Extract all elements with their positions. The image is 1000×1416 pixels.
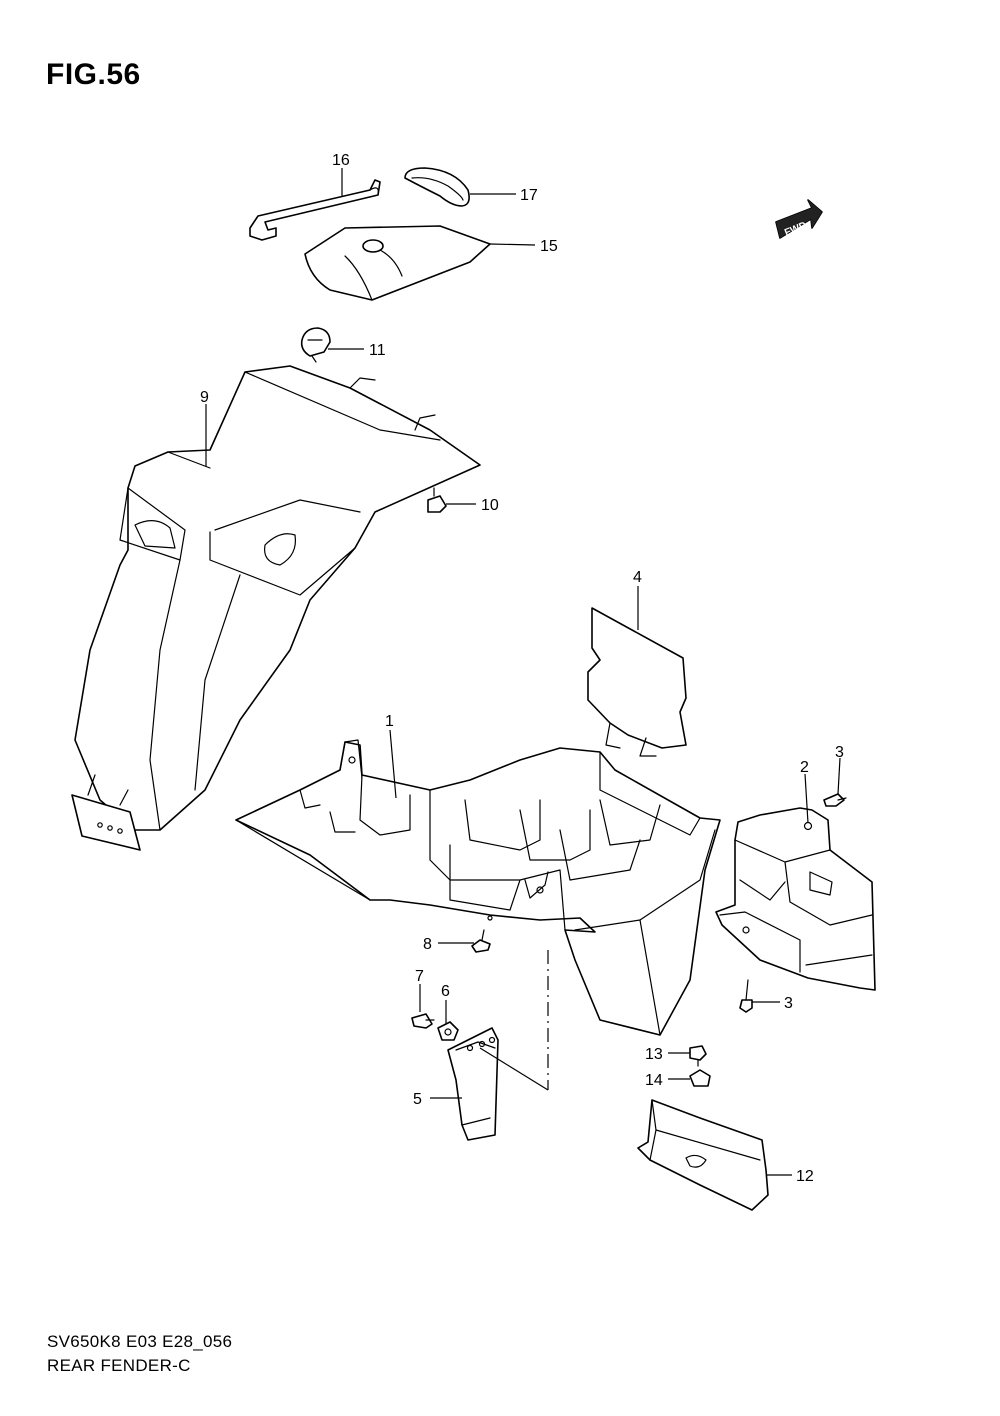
part-6-nut (437, 1021, 459, 1041)
callout-4: 4 (633, 569, 642, 586)
callout-7: 7 (415, 968, 424, 985)
callout-9: 9 (200, 389, 209, 406)
callout-17: 17 (520, 187, 538, 204)
callout-11: 11 (369, 342, 386, 359)
part-10-bolt (427, 487, 447, 513)
part-1-battery-box (235, 739, 721, 1036)
part-5-bracket (447, 1027, 499, 1141)
part-12-cover (637, 1099, 769, 1211)
part-14-nut (689, 1069, 711, 1087)
callout-labels: 1 2 3 3 4 5 6 7 8 9 10 11 12 13 14 15 16… (200, 152, 844, 1185)
callout-3-upper: 3 (835, 744, 844, 761)
callout-1: 1 (385, 713, 394, 730)
callout-12: 12 (796, 1168, 814, 1185)
part-11-clip (300, 327, 331, 363)
part-3-screw-upper (823, 793, 847, 807)
part-9-rear-fender (71, 365, 481, 851)
leader-lines (205, 168, 841, 1176)
part-16-tool-wrench (249, 179, 381, 241)
callout-6: 6 (441, 983, 450, 1000)
part-13-bolt (689, 1045, 707, 1067)
callout-14: 14 (645, 1072, 663, 1089)
model-code-label: SV650K8 E03 E28_056 (47, 1332, 233, 1351)
callout-15: 15 (540, 238, 558, 255)
part-7-bolt (411, 1013, 435, 1029)
figure-title: FIG.56 (46, 58, 141, 91)
part-3-screw-lower (739, 979, 753, 1013)
callout-16: 16 (332, 152, 350, 169)
callout-5: 5 (413, 1091, 422, 1108)
callout-13: 13 (645, 1046, 663, 1063)
part-2-bracket (715, 807, 876, 991)
part-4-plate (587, 607, 687, 757)
callout-8: 8 (423, 936, 432, 953)
callout-3-lower: 3 (784, 995, 793, 1012)
callout-2: 2 (800, 759, 809, 776)
part-15-tool-bag (304, 225, 491, 301)
section-name-label: REAR FENDER-C (47, 1356, 191, 1375)
fwd-direction-badge: FWD (775, 199, 823, 239)
part-17-rubber-band (404, 167, 470, 207)
callout-10: 10 (481, 497, 499, 514)
part-8-screw (471, 929, 491, 953)
